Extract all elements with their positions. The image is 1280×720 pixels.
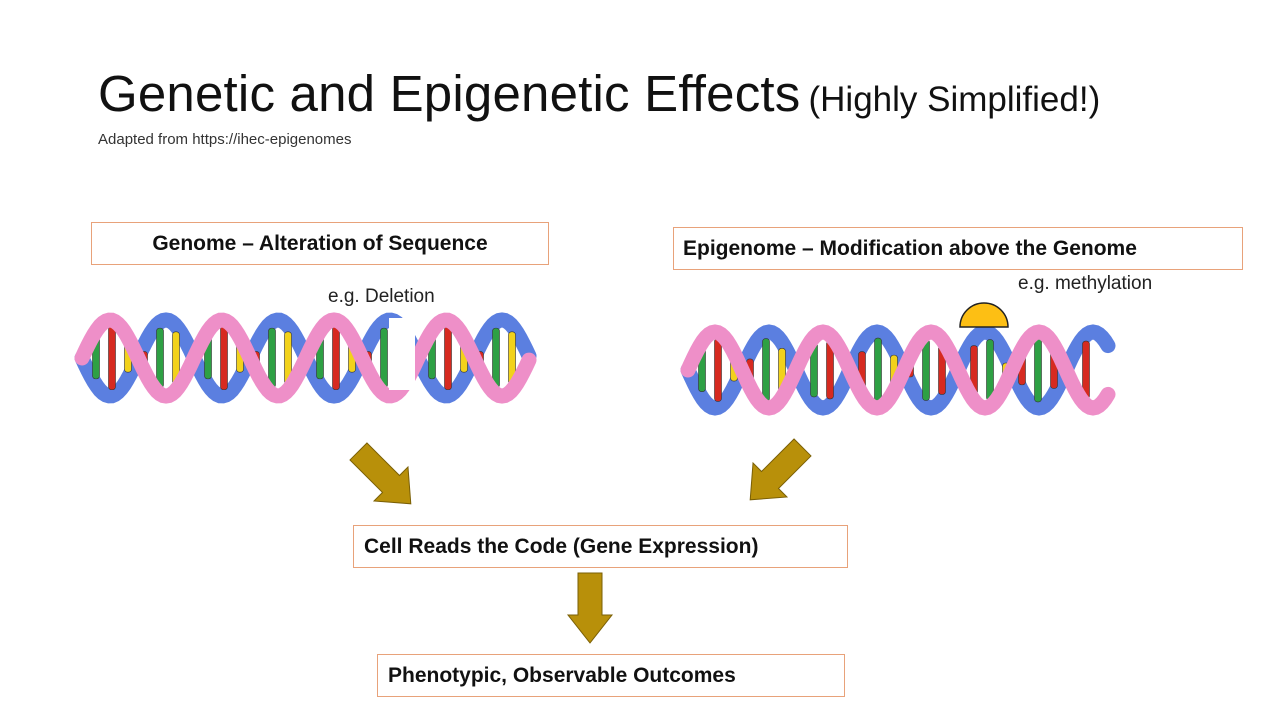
cell-reads-box: Cell Reads the Code (Gene Expression) bbox=[353, 525, 848, 568]
phenotype-box: Phenotypic, Observable Outcomes bbox=[377, 654, 845, 697]
title-main: Genetic and Epigenetic Effects bbox=[98, 65, 801, 122]
base-pair bbox=[986, 339, 994, 401]
base-pair bbox=[268, 327, 276, 389]
methyl-group-cap bbox=[959, 302, 1009, 328]
base-pair bbox=[444, 325, 452, 391]
arrow-cell-to-outcome bbox=[566, 572, 614, 644]
base-pair bbox=[108, 325, 116, 391]
base-pair bbox=[874, 337, 882, 403]
deletion-note: e.g. Deletion bbox=[328, 286, 435, 307]
base-pair bbox=[762, 338, 770, 402]
dna-helix-epigenome bbox=[680, 324, 1116, 416]
base-pair bbox=[156, 327, 164, 389]
base-pair bbox=[714, 338, 722, 402]
epigenome-box: Epigenome – Modification above the Genom… bbox=[673, 227, 1243, 270]
base-pair bbox=[492, 327, 500, 389]
base-pair bbox=[1034, 337, 1042, 403]
dna-helix-genome bbox=[74, 312, 537, 404]
arrow-genome-to-cell bbox=[349, 442, 412, 505]
dna-strand-pink bbox=[680, 324, 1116, 416]
arrow-epigenome-to-cell bbox=[749, 438, 812, 501]
base-pair bbox=[380, 327, 388, 389]
slide-title: Genetic and Epigenetic Effects(Highly Si… bbox=[98, 64, 1100, 123]
base-pair bbox=[332, 325, 340, 391]
base-pair bbox=[220, 325, 228, 391]
base-pair bbox=[922, 339, 930, 401]
genome-box: Genome – Alteration of Sequence bbox=[91, 222, 549, 265]
source-note: Adapted from https://ihec-epigenomes bbox=[98, 131, 352, 148]
dna-strand-pink bbox=[74, 312, 537, 404]
dna-strand-blue bbox=[680, 324, 1116, 416]
title-subtitle: (Highly Simplified!) bbox=[808, 80, 1101, 119]
methylation-note: e.g. methylation bbox=[1018, 273, 1153, 294]
deletion-gap bbox=[389, 318, 415, 390]
